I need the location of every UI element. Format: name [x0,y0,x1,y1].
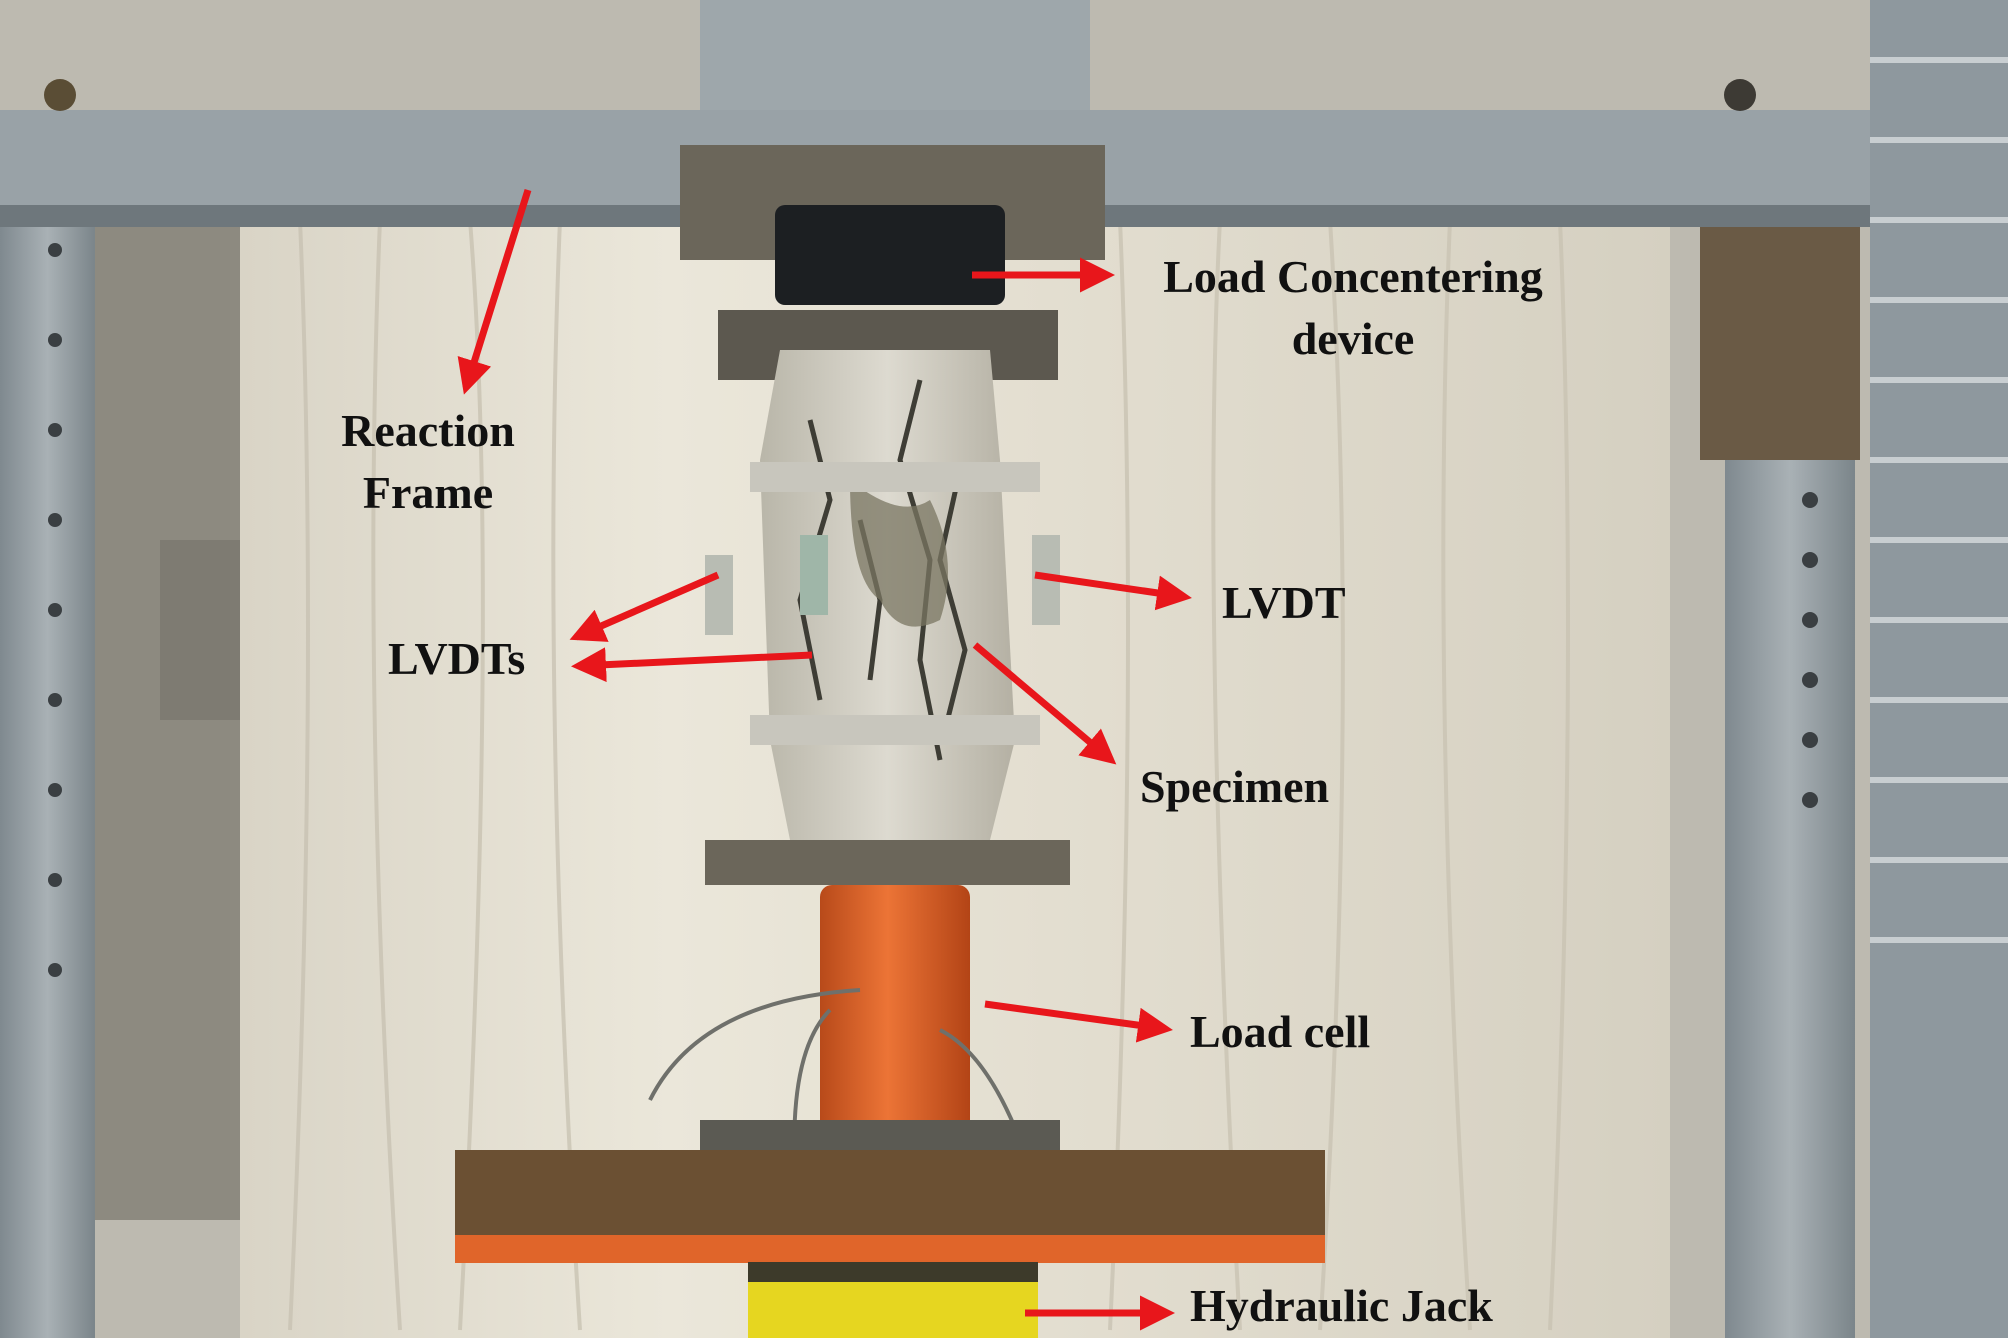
right-column-bracket [1700,190,1860,460]
right-louvers [1870,57,2008,943]
label-load-cell: Load cell [1190,1006,1371,1057]
upper-lvdt-frame [750,462,1040,492]
label-hydraulic-jack: Hydraulic Jack [1190,1280,1493,1331]
left-column-holes [48,243,62,977]
arrow-load-cell [984,1000,1173,1043]
load-concentering-device [775,205,1005,305]
right-wall-panels [1870,0,2008,1338]
label-reaction-frame-line1: Reaction [341,405,515,456]
label-lvdts: LVDTs [388,633,526,684]
left-shelving-block [160,540,250,720]
label-specimen: Specimen [1140,761,1330,812]
arrow-lvdts-upper [569,571,720,642]
arrow-reaction-frame [457,188,532,395]
curtain-folds [288,219,1570,1331]
bolt-icon [1724,79,1756,111]
hydraulic-jack-top [748,1262,1038,1282]
load-cell [820,885,970,1155]
label-lvdt: LVDT [1222,577,1346,628]
arrow-lvdts-lower [571,647,813,683]
arrow-lvdt [1034,571,1192,611]
arrow-specimen [972,642,1117,765]
label-load-concentering-line1: Load Concentering [1163,251,1543,302]
label-reaction-frame-line2: Frame [362,467,494,518]
orange-platform-edge [455,1235,1325,1263]
label-load-concentering-line2: device [1291,313,1415,364]
right-column-holes [1802,492,1818,808]
specimen-damaged-zone [850,480,948,627]
lvdt-left [705,555,733,635]
lower-lvdt-frame [750,715,1040,745]
bolt-icon [44,79,76,111]
lvdt-front [800,535,828,615]
bottom-bearing-plate [705,840,1070,885]
left-column [0,150,95,1338]
